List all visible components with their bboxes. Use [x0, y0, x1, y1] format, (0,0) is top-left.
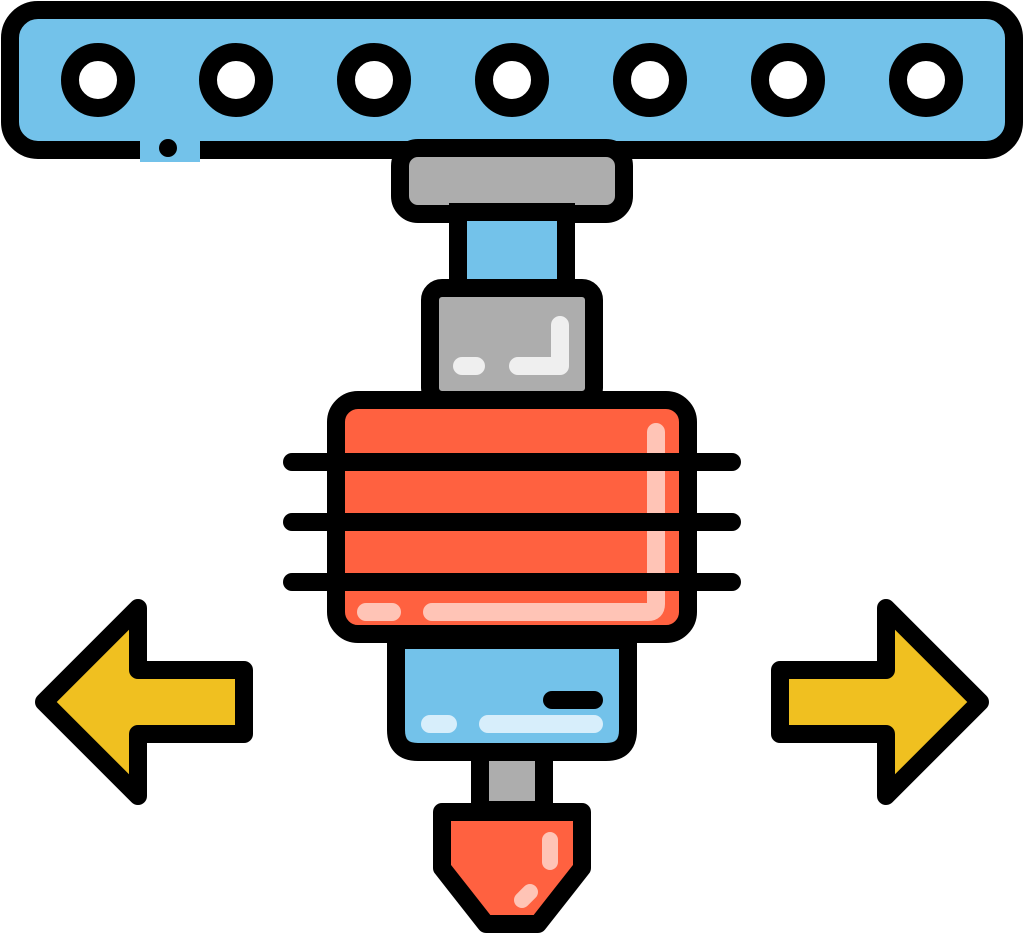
rail-hole [61, 43, 135, 117]
gray-block-body [421, 279, 603, 409]
nozzle-body [387, 631, 637, 761]
neck [449, 203, 575, 297]
nozzle-tip-highlight-dot [514, 884, 538, 908]
rail-hole [751, 43, 825, 117]
rail-gap-dot [159, 139, 177, 157]
gray-block [421, 279, 603, 409]
heater-highlight [423, 423, 665, 621]
right-arrow-icon [771, 599, 989, 805]
rail-hole [475, 43, 549, 117]
nozzle-tip [433, 803, 591, 933]
left-arrow-icon [35, 599, 253, 805]
heater-block [283, 391, 741, 643]
rail-hole [613, 43, 687, 117]
nozzle-tip-shape [433, 803, 591, 933]
rail-hole [337, 43, 411, 117]
heater-coils [283, 453, 741, 591]
throat [471, 743, 553, 819]
rail-holes [61, 43, 963, 117]
gray-block-highlight [509, 316, 569, 375]
rail-hole [199, 43, 273, 117]
rail-hole [889, 43, 963, 117]
rail [1, 1, 1023, 162]
